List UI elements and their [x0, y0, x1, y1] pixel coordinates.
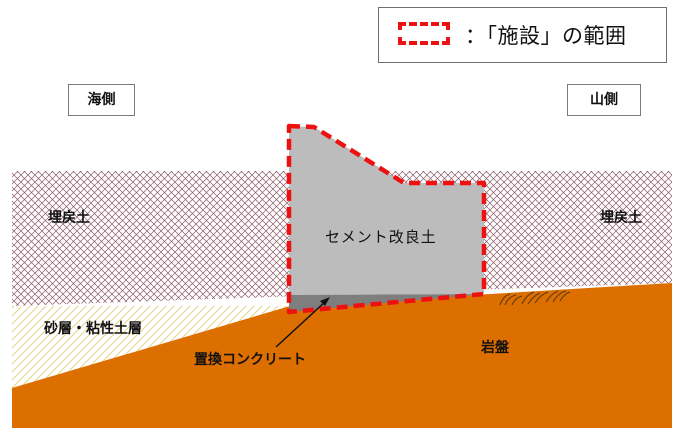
cement-improved-soil [289, 126, 484, 295]
backfill-left-label: 埋戻土 [48, 210, 90, 226]
bedrock-label: 岩盤 [481, 340, 509, 356]
facility-range-swatch [398, 22, 450, 45]
sea-side-label: 海側 [68, 84, 135, 116]
leader-arrow-line [275, 300, 327, 348]
legend-box: ：「施設」の範囲 [378, 7, 667, 63]
bedrock-layer [12, 283, 672, 428]
replacement-concrete-label: 置換コンクリート [194, 352, 306, 368]
facility-boundary [286, 123, 487, 315]
mountain-side-label: 山側 [567, 84, 641, 116]
cement-label: セメント改良土 [325, 228, 437, 246]
leader-arrowhead [320, 297, 330, 306]
backfill-right-label: 埋戻土 [600, 210, 642, 226]
sand-clay-label: 砂層・粘性土層 [44, 321, 142, 337]
legend-text: ：「施設」の範囲 [465, 24, 627, 48]
grass-tuft [499, 290, 571, 306]
